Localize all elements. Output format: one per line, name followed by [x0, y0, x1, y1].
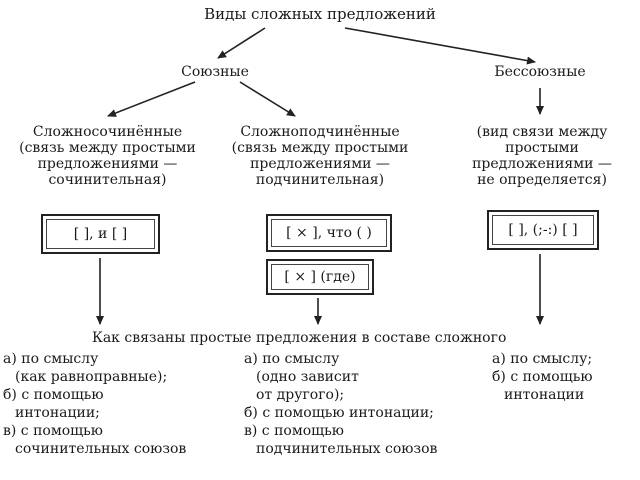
arrow-title-to-nonunion [344, 27, 536, 65]
complex-scheme-box-what: [ × ], что ( ) [266, 214, 392, 252]
answer-line: б) с помощью интонации; [244, 405, 434, 421]
nonunion-heading-line: простыми [505, 140, 579, 156]
complex-heading-line: Сложноподчинённые [240, 124, 400, 140]
compound-heading-line: Сложносочинённые [32, 124, 183, 140]
branch-nonunion-label: Бессоюзные [494, 64, 586, 80]
diagram-title: Виды сложных предложений [204, 5, 436, 23]
answer-line: а) по смыслу [244, 351, 340, 367]
complex-scheme-box-where: [ × ] (где) [266, 259, 374, 295]
nonunion-answers: а) по смыслу; б) с помощью интонации [492, 350, 593, 404]
compound-heading: Сложносочинённые (связь между простыми п… [5, 124, 210, 188]
nonunion-scheme: [ ], (;-:) [ ] [492, 215, 594, 245]
answer-line: сочинительных союзов [15, 441, 187, 457]
complex-answers: а) по смыслу (одно зависит от другого); … [244, 350, 437, 458]
nonunion-heading-line: не определяется) [477, 172, 607, 188]
question-text: Как связаны простые предложения в состав… [92, 330, 507, 346]
answer-line: а) по смыслу; [492, 351, 593, 367]
compound-scheme-box: [ ], и [ ] [41, 214, 160, 254]
complex-scheme-what: [ × ], что ( ) [271, 219, 387, 247]
complex-scheme-where: [ × ] (где) [271, 264, 369, 290]
compound-heading-line: (связь между простыми [19, 140, 196, 156]
complex-heading-line: предложениями — [250, 156, 390, 172]
compound-scheme: [ ], и [ ] [46, 219, 155, 249]
arrow-union-to-compound [107, 81, 196, 117]
arrow-title-to-union [217, 27, 266, 59]
branch-union-label: Союзные [181, 64, 249, 80]
answer-line: от другого); [256, 387, 345, 403]
answer-line: б) с помощью [492, 369, 593, 385]
compound-heading-line: сочинительная) [48, 172, 167, 188]
answer-line: подчинительных союзов [256, 441, 438, 457]
answer-line: б) с помощью [3, 387, 104, 403]
answer-line: интонации [504, 387, 585, 403]
answer-line: а) по смыслу [3, 351, 99, 367]
arrow-union-to-complex [239, 81, 296, 117]
compound-heading-line: предложениями — [37, 156, 178, 172]
complex-heading-line: (связь между простыми [231, 140, 409, 156]
complex-heading: Сложноподчинённые (связь между простыми … [220, 124, 420, 188]
compound-answers: а) по смыслу (как равноправные); б) с по… [3, 350, 186, 458]
nonunion-heading-line: (вид связи между [476, 124, 608, 140]
answer-line: (как равноправные); [15, 369, 168, 385]
complex-heading-line: подчинительная) [255, 172, 385, 188]
nonunion-heading: (вид связи между простыми предложениями … [462, 124, 622, 188]
answer-line: (одно зависит [256, 369, 359, 385]
answer-line: в) с помощью [3, 423, 103, 439]
answer-line: интонации; [15, 405, 100, 421]
nonunion-heading-line: предложениями — [472, 156, 612, 172]
nonunion-scheme-box: [ ], (;-:) [ ] [487, 210, 599, 250]
answer-line: в) с помощью [244, 423, 344, 439]
